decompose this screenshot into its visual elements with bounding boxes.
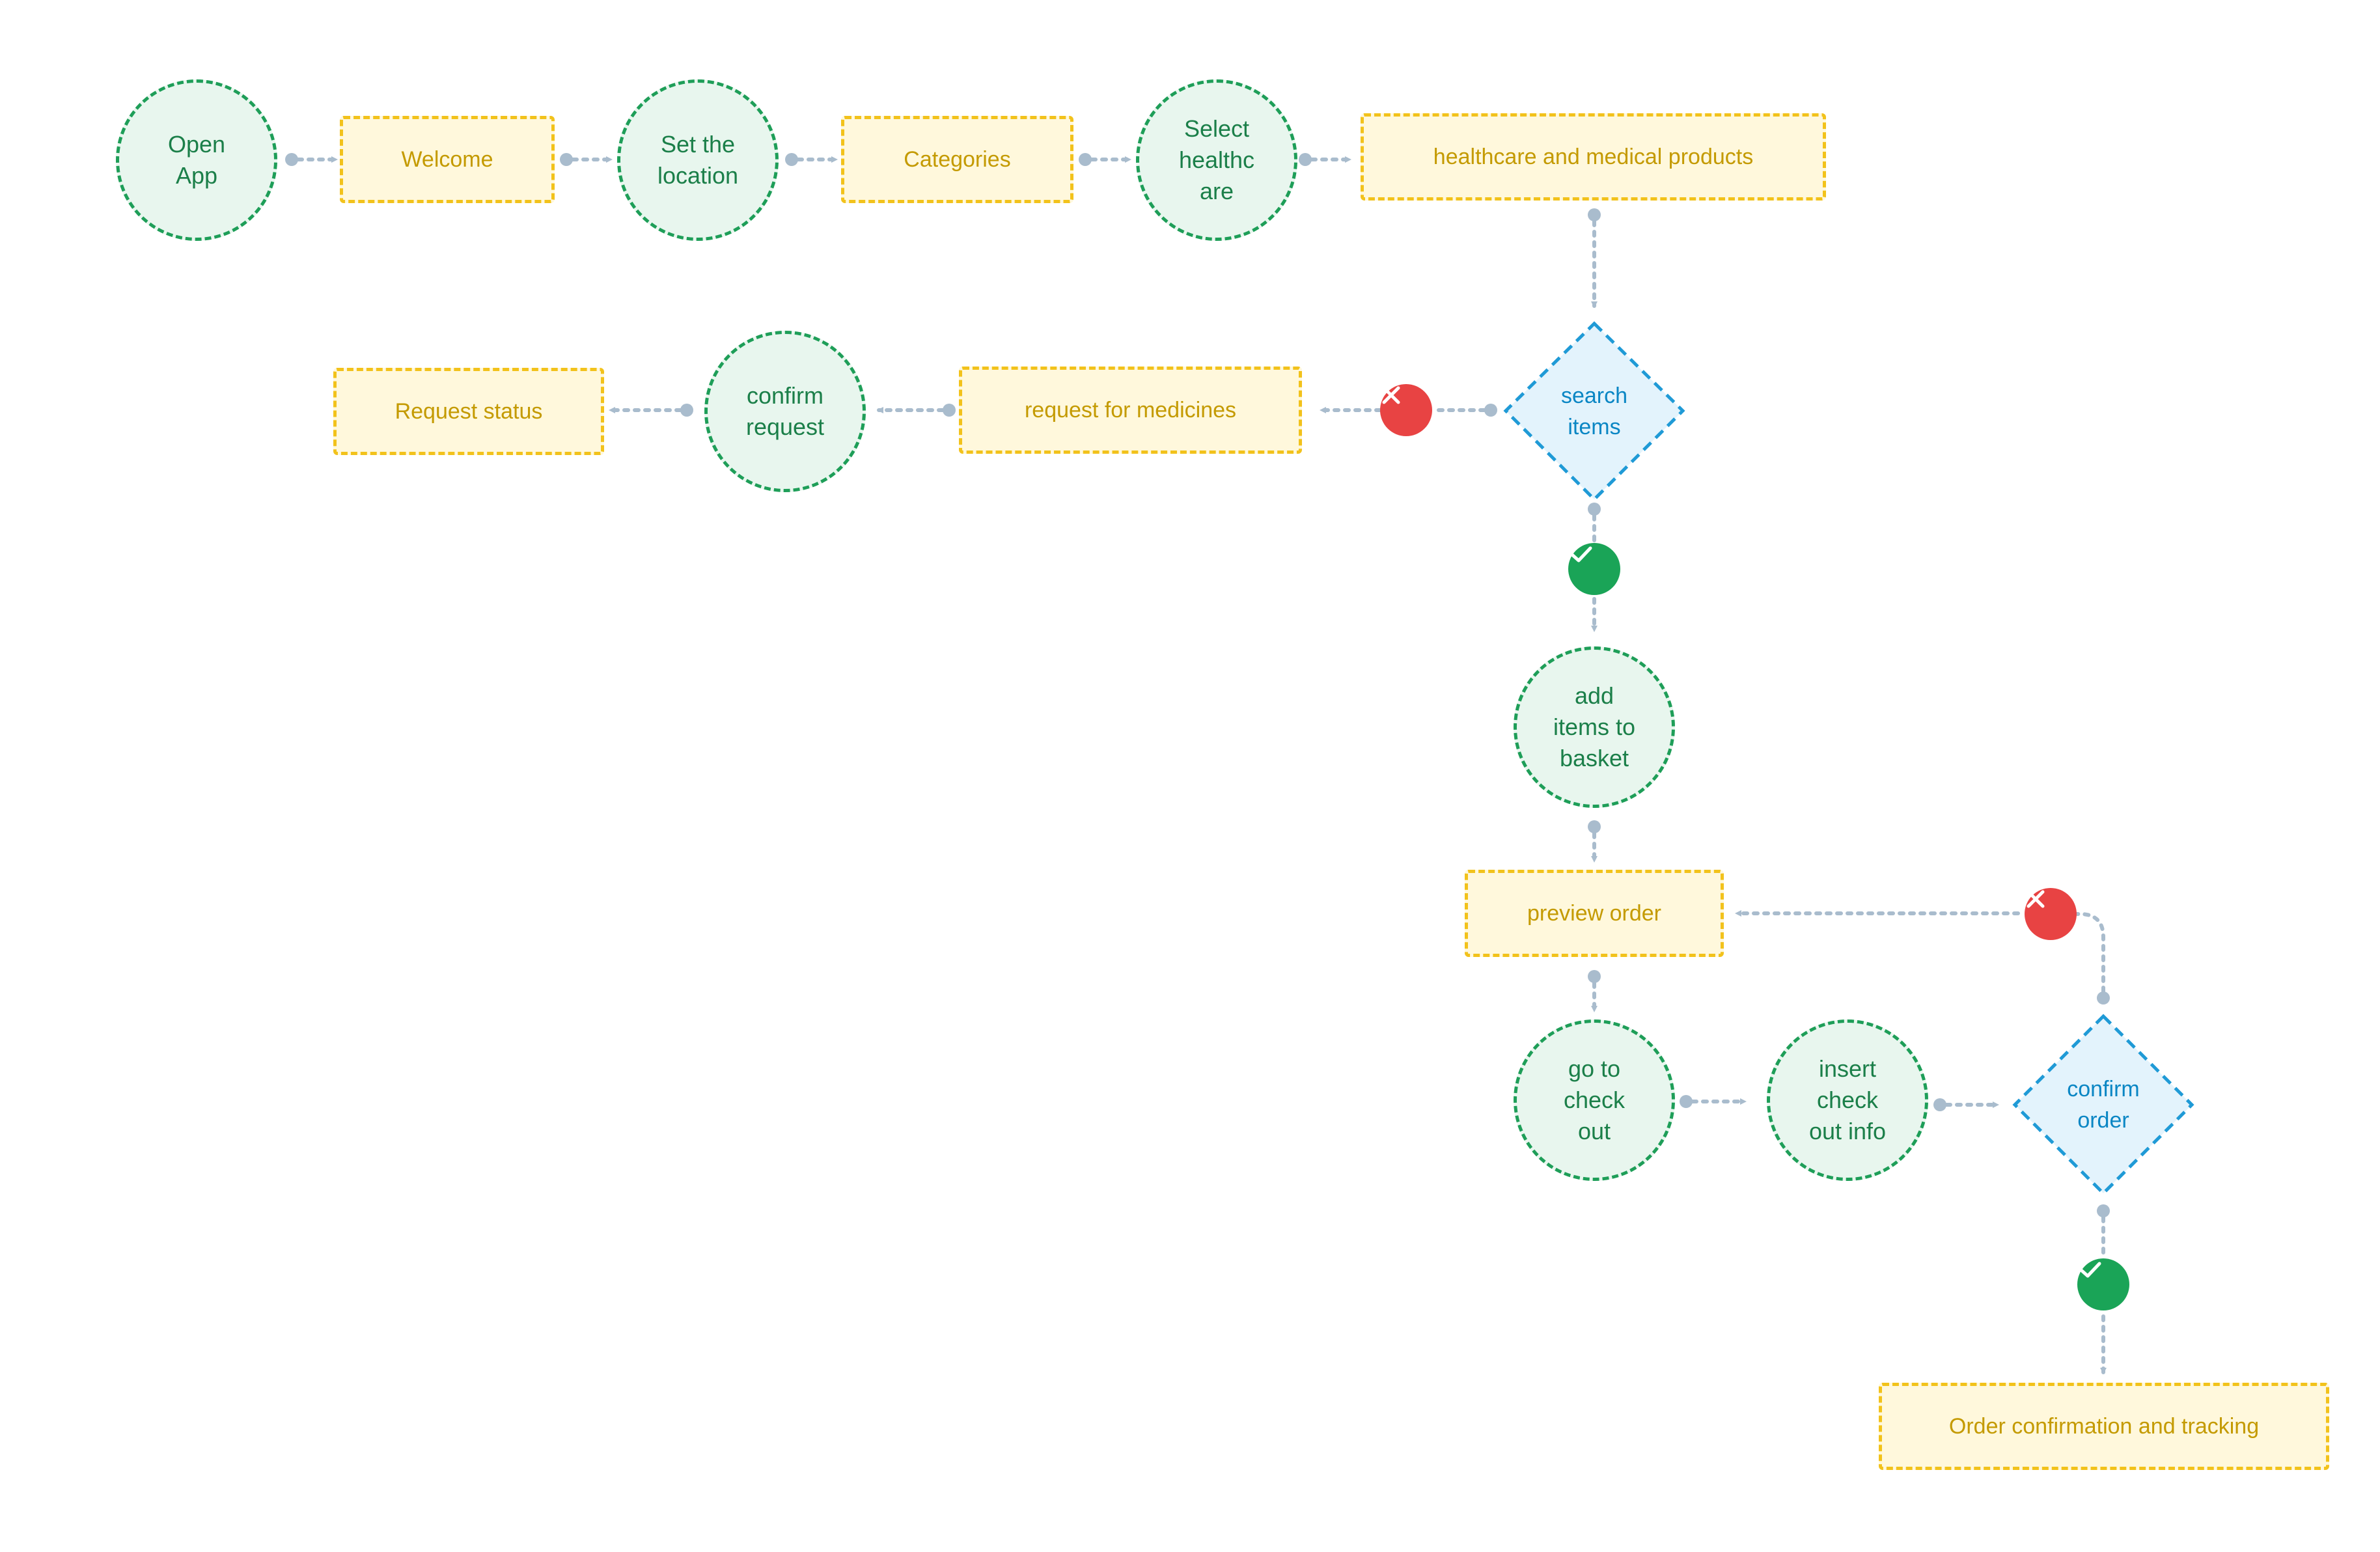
- connector-open-app-to-welcome: [285, 153, 338, 166]
- node-request-status: Request status: [333, 368, 604, 455]
- node-healthcare-products: healthcare and medical products: [1361, 113, 1826, 201]
- connector-set-location-to-categories: [785, 153, 838, 166]
- node-confirm-request: confirm request: [704, 331, 866, 492]
- node-welcome: Welcome: [340, 116, 555, 203]
- connector-categories-to-select-healthcare: [1079, 153, 1131, 166]
- connector-preview-to-checkout: [1588, 970, 1601, 1012]
- decision-confirm-order-label: confirm order: [2067, 1077, 2140, 1133]
- search-yes-badge: [1568, 543, 1620, 595]
- confirm-no-badge: [2025, 888, 2077, 940]
- connector-confirm-no-loop: [1735, 910, 2110, 1005]
- close-icon: [2027, 890, 2045, 908]
- node-open-app: Open App: [116, 79, 277, 241]
- node-order-confirmation: Order confirmation and tracking: [1879, 1383, 2329, 1470]
- confirm-yes-badge: [2077, 1258, 2129, 1310]
- connector-confirm-yes-path: [2097, 1204, 2110, 1374]
- connector-basket-to-preview: [1588, 820, 1601, 863]
- decision-search-items-label: search items: [1560, 383, 1628, 439]
- node-preview-order: preview order: [1465, 870, 1724, 957]
- check-icon: [2079, 1262, 2101, 1278]
- connector-search-no-path: [1320, 404, 1497, 417]
- connector-products-to-search-items: [1588, 208, 1601, 308]
- search-no-badge: [1380, 384, 1432, 436]
- search-items-diamond: [1503, 321, 1685, 502]
- connector-search-yes-path: [1588, 503, 1601, 632]
- node-insert-checkout-info: insert check out info: [1767, 1019, 1928, 1181]
- connector-welcome-to-set-location: [560, 153, 613, 166]
- node-request-medicines: request for medicines: [959, 367, 1302, 454]
- check-icon: [1570, 546, 1592, 562]
- connector-select-healthcare-to-products: [1299, 153, 1351, 166]
- connector-confirm-request-to-request-status: [609, 404, 693, 417]
- close-icon: [1382, 386, 1400, 404]
- decision-search-items: search items: [1506, 324, 1683, 499]
- connector-request-medicines-to-confirm-request: [877, 404, 956, 417]
- confirm-order-diamond: [2012, 1014, 2194, 1196]
- node-set-location: Set the location: [617, 79, 779, 241]
- node-categories: Categories: [841, 116, 1073, 203]
- node-go-to-checkout: go to check out: [1514, 1019, 1675, 1181]
- decision-confirm-order: confirm order: [2015, 1016, 2192, 1193]
- connector-checkout-to-insert-info: [1680, 1095, 1747, 1108]
- connector-insert-info-to-confirm-order: [1933, 1098, 1999, 1111]
- node-select-healthcare: Select healthc are: [1136, 79, 1297, 241]
- node-add-to-basket: add items to basket: [1514, 646, 1675, 808]
